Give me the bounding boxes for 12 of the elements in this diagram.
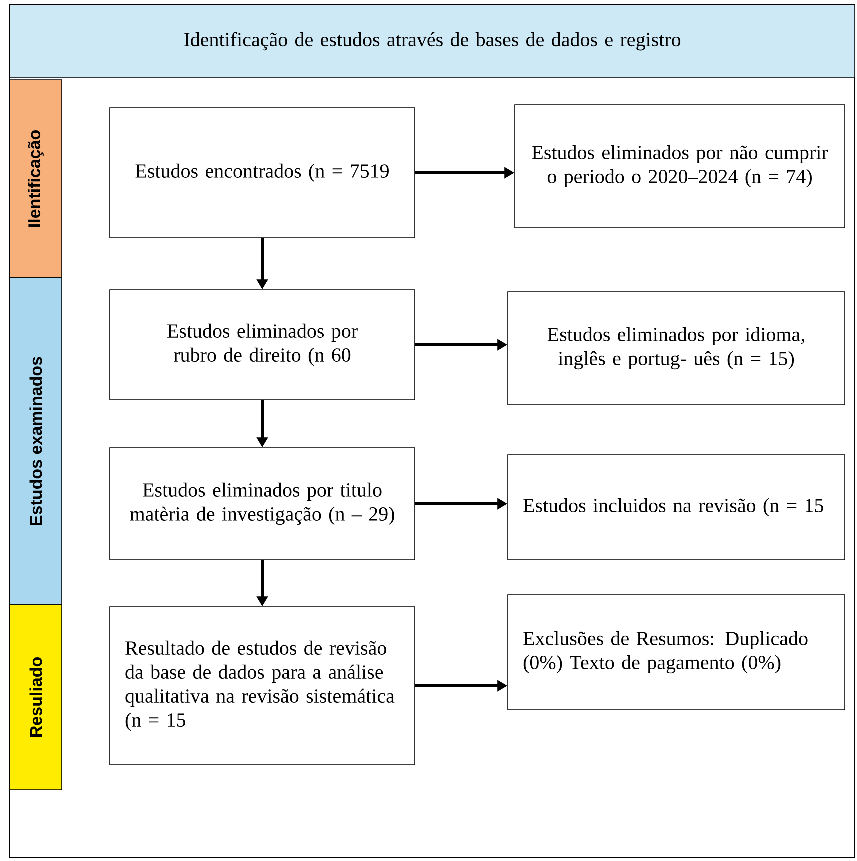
- process-box: Estudos incluidos na revisão (n = 15: [508, 454, 846, 560]
- process-box: Estudos eliminados por não cumprir o periodo o 2020–2024 (n = 74): [514, 104, 846, 228]
- process-box: Resultado de estudos de revisão da base de dados para a análise qualitativa na revisão sistemática (n = 15: [110, 606, 416, 766]
- process-box: Estudos encontrados (n = 7519: [110, 108, 416, 238]
- header-band: Identificação de estudos através de bases de dados e registro: [10, 4, 856, 78]
- process-box: Estudos eliminados por titulo matèria de investigação (n – 29): [110, 448, 416, 560]
- phase-band: Ilentificação: [10, 80, 62, 278]
- phase-band: Resuliado: [10, 604, 62, 790]
- process-box: Estudos eliminados por rubro de direito (n 60: [110, 290, 416, 400]
- process-box: Estudos eliminados por idioma, inglês e portug- uês (n = 15): [508, 292, 846, 406]
- process-box: Exclusões de Resumos: Duplicado (0%) Texto de pagamento (0%): [508, 594, 846, 710]
- phase-band: Estudos examinados: [10, 278, 62, 606]
